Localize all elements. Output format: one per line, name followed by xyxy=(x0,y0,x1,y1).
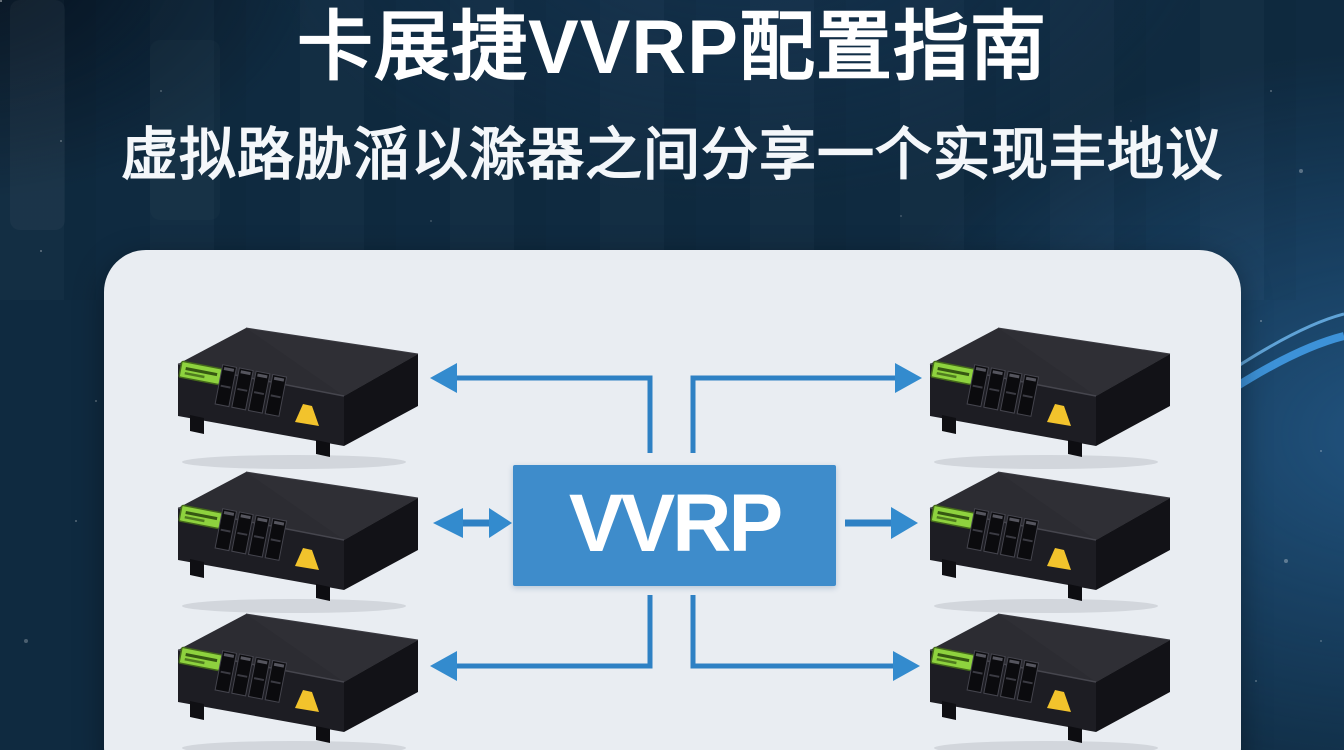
device-top-left xyxy=(177,327,419,470)
device-bottom-left xyxy=(177,613,419,750)
device-middle-left xyxy=(177,471,419,614)
device-top-right xyxy=(929,327,1171,470)
device-middle-right xyxy=(929,471,1171,614)
vvrp-center-box: VVRP xyxy=(513,465,836,586)
page-subtitle: 虚拟路胁㴞以滁器之间分享一个实现丰地议 xyxy=(121,123,1223,187)
page-title: 卡展捷VVRP配置指南 xyxy=(297,5,1047,90)
device-bottom-right xyxy=(929,613,1171,750)
vvrp-label: VVRP xyxy=(568,477,783,569)
